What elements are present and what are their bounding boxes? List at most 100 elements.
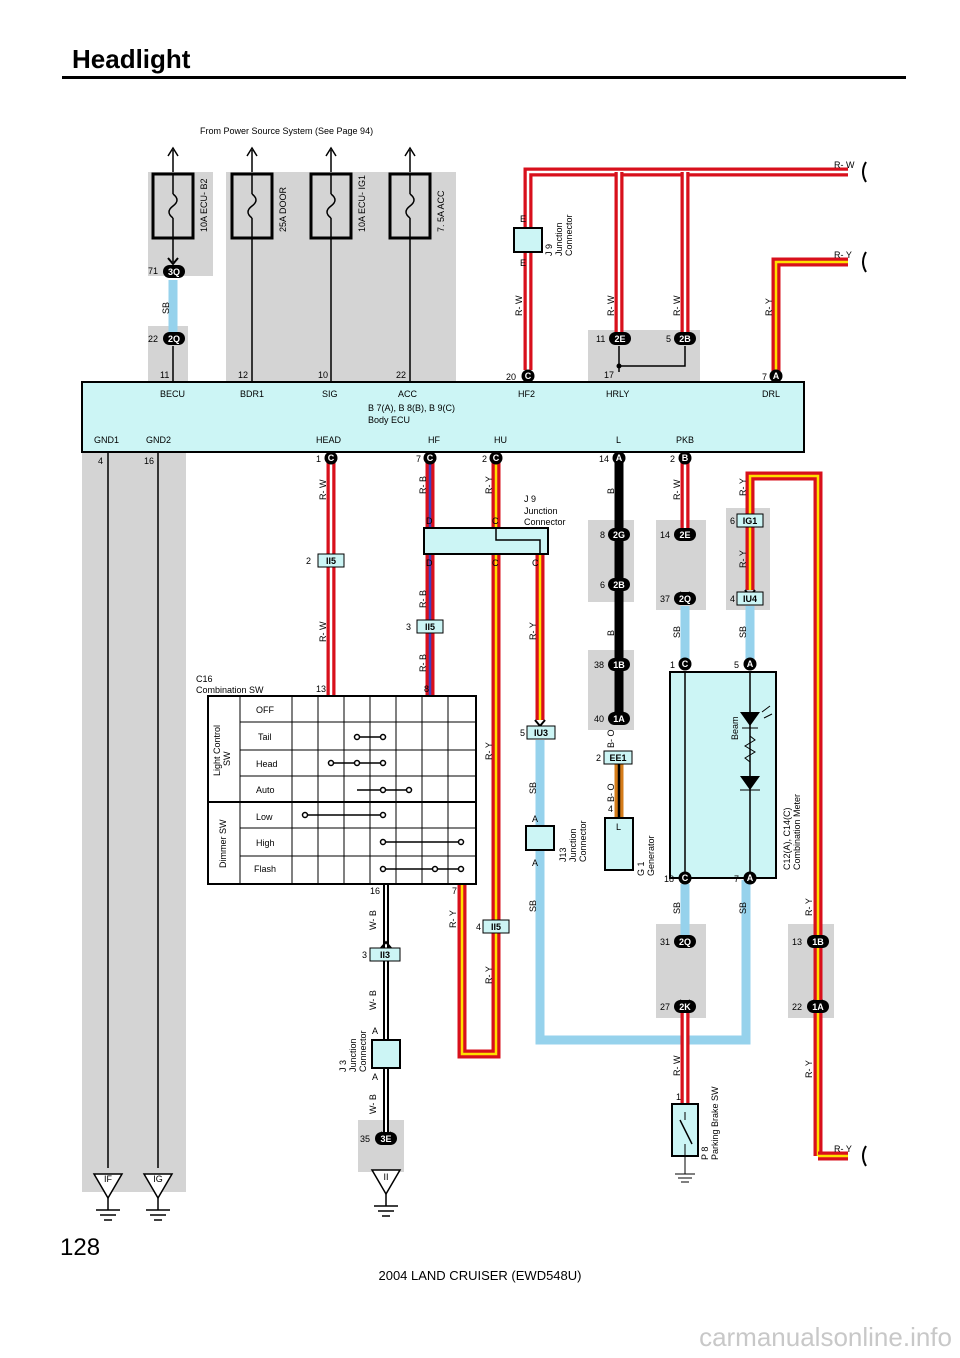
- page-title: Headlight: [72, 44, 191, 74]
- j13-pin-a-bottom: A: [532, 858, 538, 868]
- conn-IU3: IU3: [534, 728, 548, 738]
- conn-2Q: 2Q: [168, 334, 180, 344]
- conn-A-l: A: [616, 453, 623, 463]
- fuse-label-door: 25A DOOR: [278, 186, 288, 232]
- conn-IU4: IU4: [743, 594, 757, 604]
- pin-13-combo: 13: [316, 684, 326, 694]
- j9-mid-desc1: Junction: [524, 506, 558, 516]
- conn-3E: 3E: [380, 1134, 391, 1144]
- watermark: carmanualsonline.info: [699, 1322, 952, 1352]
- wire-label-sb-6: SB: [672, 902, 682, 914]
- wire-label-rw-7: R- W: [672, 1055, 682, 1076]
- meter-name: C12(A), C14(C): [782, 807, 792, 870]
- wire-label-rb-2: R- B: [418, 590, 428, 608]
- pin-14-2e: 14: [660, 530, 670, 540]
- conn-C-meter-bottom: C: [682, 873, 689, 883]
- generator-box: [604, 817, 634, 871]
- pin-11-2e: 11: [596, 334, 605, 344]
- conn-2E: 2E: [614, 334, 625, 344]
- switch-row-off: OFF: [256, 705, 274, 715]
- j9-mid-id: J 9: [524, 494, 536, 504]
- ground-IG: IG: [153, 1174, 163, 1184]
- j9-top-pin-b: E: [520, 258, 526, 268]
- combo-sw-name: C16: [196, 674, 213, 684]
- fuse-label-acc: 7. 5A ACC: [436, 190, 446, 232]
- power-source-note: From Power Source System (See Page 94): [200, 126, 373, 136]
- pin-71: 71: [148, 266, 158, 276]
- j9-mid-desc2: Connector: [524, 517, 566, 527]
- ecu-pin-bdr1: BDR1: [240, 389, 264, 399]
- conn-1A-right: 1A: [812, 1002, 824, 1012]
- generator-desc: Generator: [646, 835, 656, 876]
- j3-desc1: Junction: [348, 1038, 358, 1072]
- switch-row-high: High: [256, 838, 275, 848]
- junction-j9-mid: [423, 527, 549, 555]
- title-rule: [62, 76, 906, 79]
- wire-label-wb-2: W- B: [368, 990, 378, 1010]
- red-white-wires: [523, 167, 848, 372]
- meter-desc: Combination Meter: [792, 794, 802, 870]
- ecu-pin-hf: HF: [428, 435, 440, 445]
- conn-C-hu: C: [493, 453, 500, 463]
- pin-17: 17: [604, 370, 614, 380]
- wire-label-ry-8: R- Y: [738, 550, 748, 568]
- pin-22-acc: 22: [396, 370, 406, 380]
- wire-label-ry-4: R- Y: [484, 966, 494, 984]
- conn-2E-mid: 2E: [679, 530, 690, 540]
- ecu-pin-hf2: HF2: [518, 389, 535, 399]
- wire-label-bo-1: B- O: [606, 729, 616, 748]
- wire-label-ry-1: R- Y: [764, 298, 774, 316]
- pin-22-1a: 22: [792, 1002, 802, 1012]
- conn-C-hf: C: [427, 453, 434, 463]
- wire-label-sb-7: SB: [738, 902, 748, 914]
- j9-top-desc1: Junction: [554, 222, 564, 256]
- j3-pin-a-bottom: A: [372, 1072, 378, 1082]
- page-number: 128: [60, 1234, 101, 1261]
- pin-4-gen: 4: [608, 804, 613, 814]
- pin-5-meter: 5: [734, 660, 739, 670]
- j13-desc2: Connector: [578, 820, 588, 862]
- wire-label-wb-3: W- B: [368, 1094, 378, 1114]
- pin-1-head: 1: [316, 454, 321, 464]
- pin-38: 38: [594, 660, 604, 670]
- junction-j3: [371, 1039, 401, 1069]
- wire-label-ry-3: R- Y: [484, 742, 494, 760]
- pin-35: 35: [360, 1134, 370, 1144]
- pin-11: 11: [160, 370, 169, 380]
- wire-label-b-1: B: [606, 488, 616, 494]
- switch-row-low: Low: [256, 812, 273, 822]
- ground-symbols: [92, 1169, 402, 1221]
- ecu-desc: Body ECU: [368, 415, 410, 425]
- wire-label-rb-1: R- B: [418, 476, 428, 494]
- wire-label-rw-2: R- W: [606, 295, 616, 316]
- pin-37: 37: [660, 594, 670, 604]
- ground-II: II: [383, 1172, 388, 1182]
- ecu-pin-drl: DRL: [762, 389, 780, 399]
- j9-mid-c-bottom: C: [492, 558, 499, 568]
- switch-row-head: Head: [256, 759, 278, 769]
- conn-1B-right: 1B: [812, 937, 824, 947]
- wire-label-rw-5: R- W: [318, 621, 328, 642]
- j9-mid-c-right: C: [532, 558, 539, 568]
- wire-label-ry-6: R- Y: [528, 622, 538, 640]
- j9-top-pin-a: E: [520, 214, 526, 224]
- conn-B-pkb: B: [682, 453, 689, 463]
- wire-label-b-2: B: [606, 630, 616, 636]
- wire-label-rw-1: R- W: [514, 295, 524, 316]
- ecu-pin-head: HEAD: [316, 435, 342, 445]
- conn-2Q-low: 2Q: [679, 937, 691, 947]
- pin-4-iu4: 4: [730, 594, 735, 604]
- pin-2-pkb: 2: [670, 454, 675, 464]
- dimmer-sw-label: Dimmer SW: [218, 819, 228, 868]
- conn-C-meter-top: C: [682, 659, 689, 669]
- pin-3-ii3: 3: [362, 950, 367, 960]
- pin-7-drl: 7: [762, 372, 767, 382]
- pin-6-ig1: 6: [730, 516, 735, 526]
- wire-label-ry-2: R- Y: [484, 476, 494, 494]
- wire-label-sb: SB: [161, 302, 171, 314]
- conn-1B: 1B: [613, 660, 625, 670]
- parking-sw-desc: Parking Brake SW: [710, 1086, 720, 1160]
- conn-A-meter-top: A: [747, 659, 754, 669]
- pin-13-1b: 13: [792, 937, 802, 947]
- pin-7-hf: 7: [416, 454, 421, 464]
